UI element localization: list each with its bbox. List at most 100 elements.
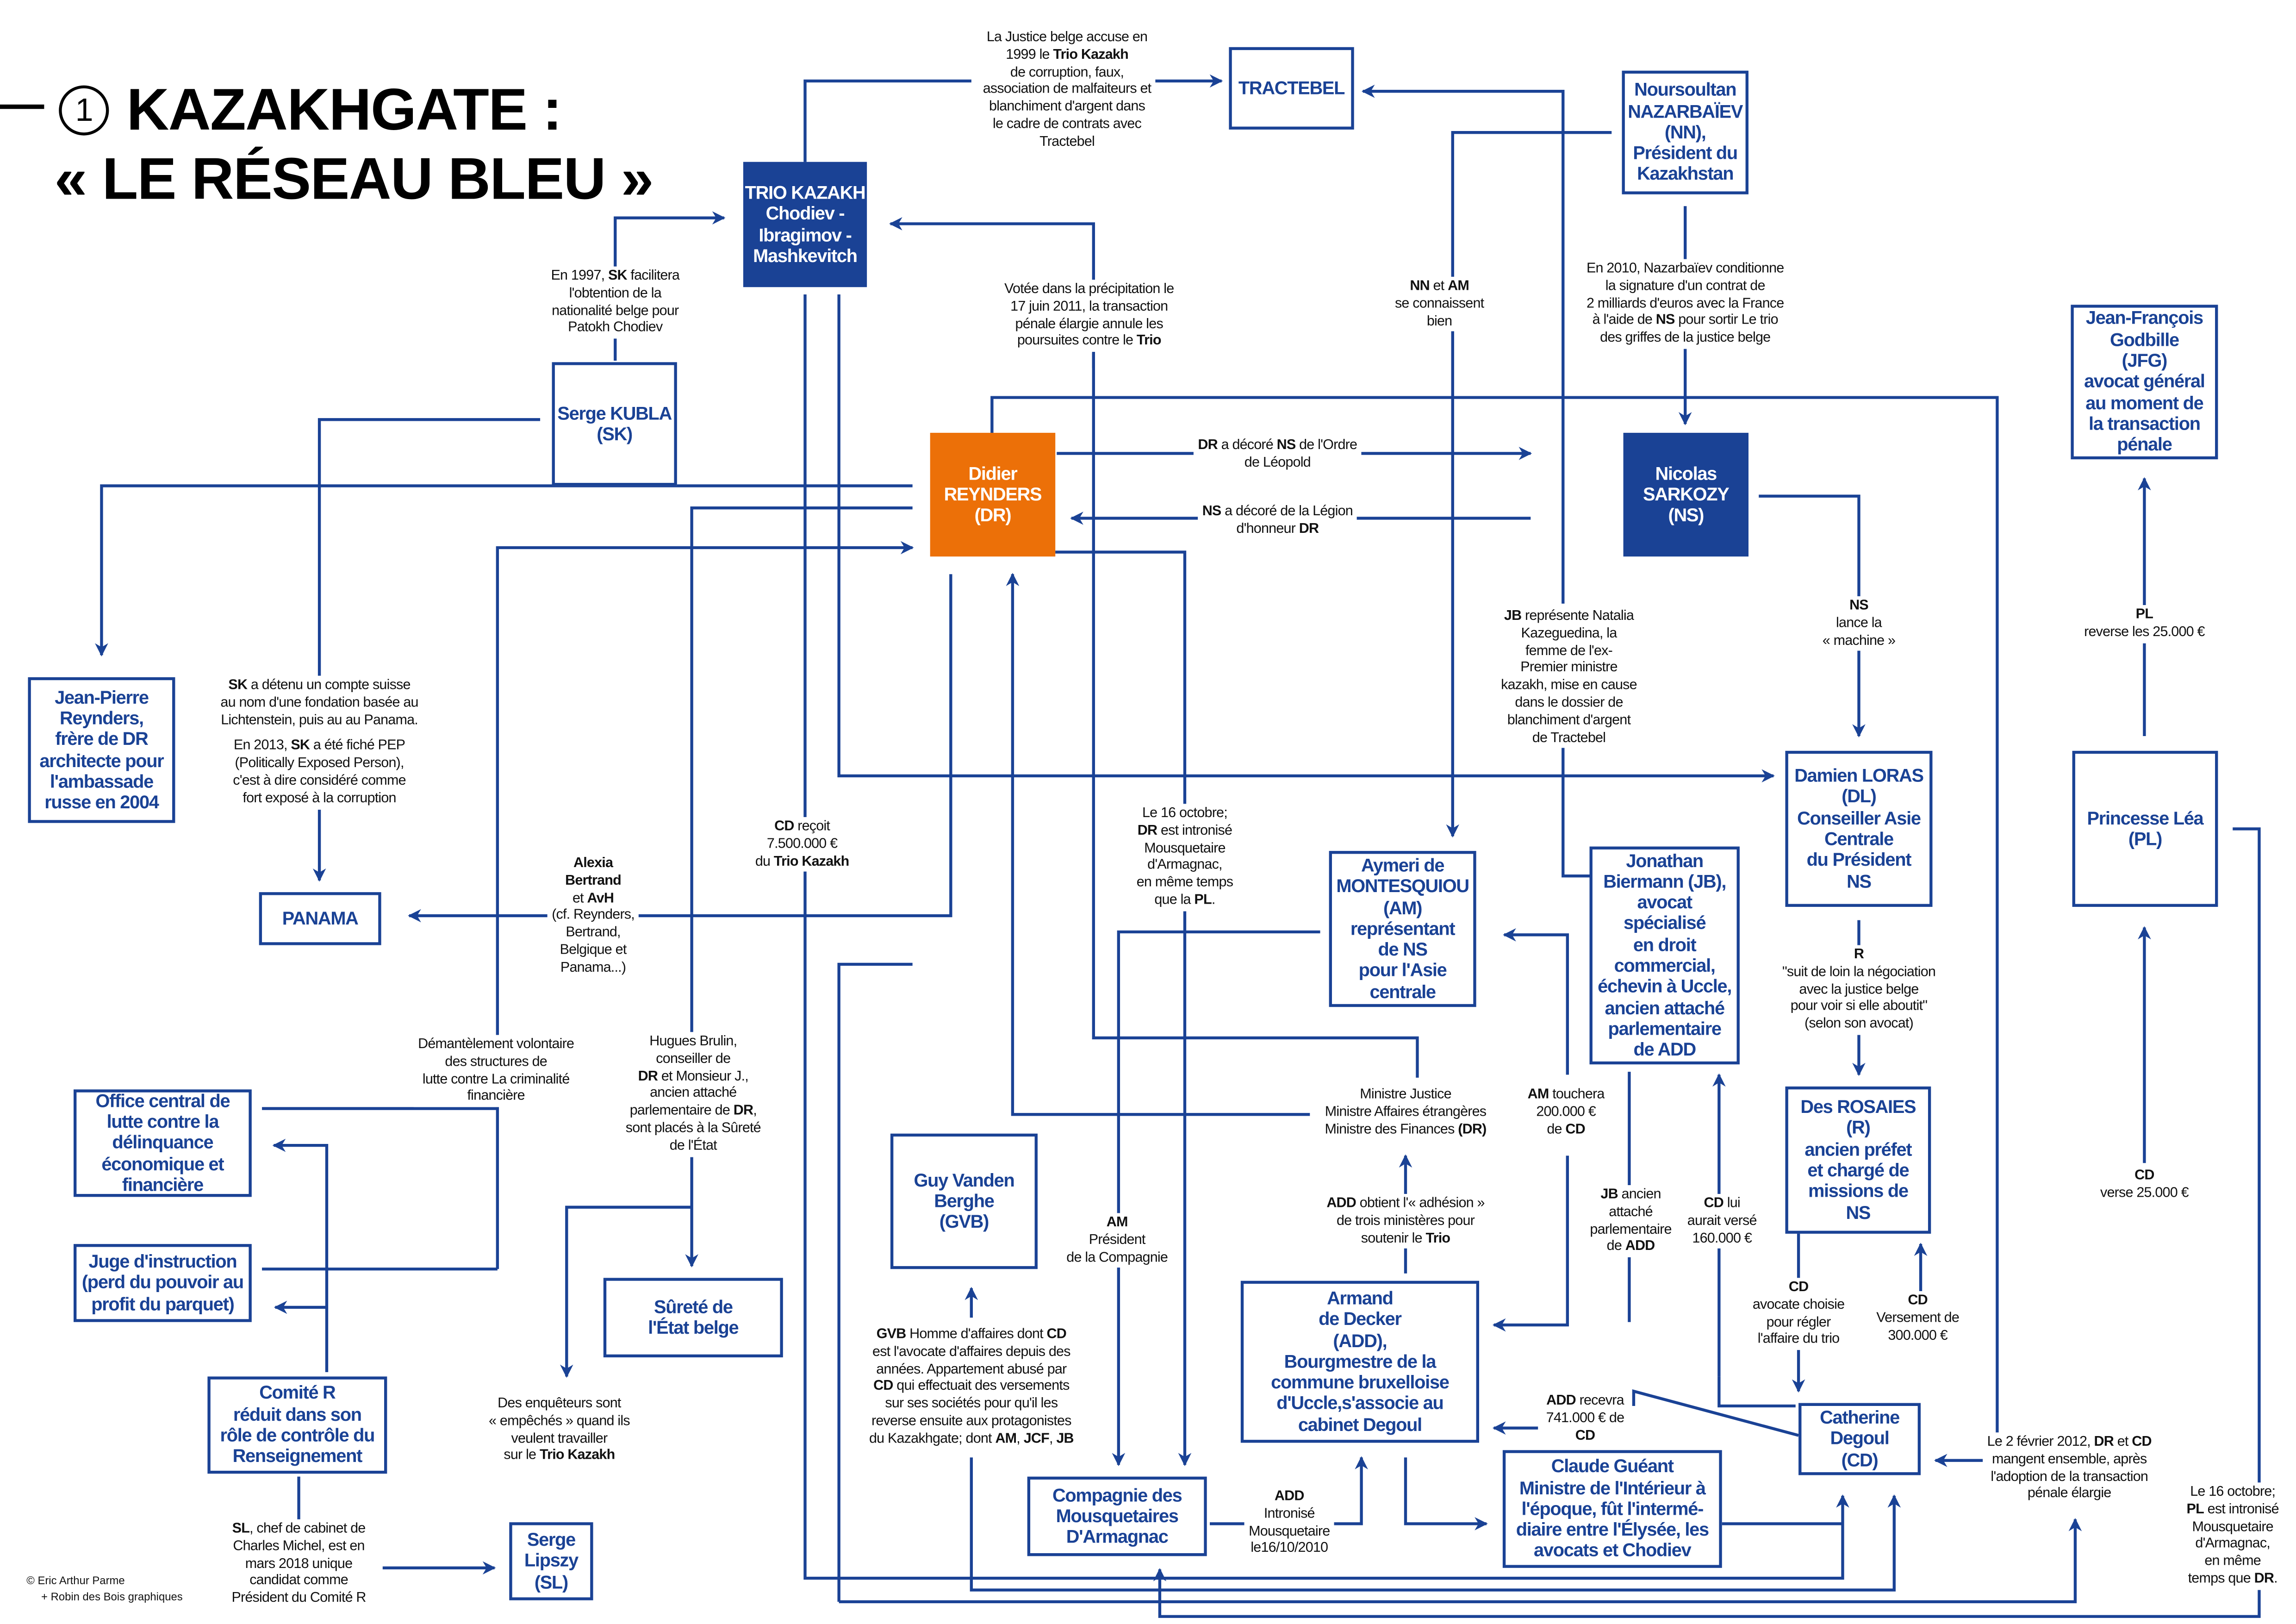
annotation-text: , (753, 1103, 757, 1119)
annotation-line: c'est à dire considéré comme (220, 773, 418, 791)
connector-arrow (803, 294, 1849, 1580)
annotation-text: , (1049, 1430, 1057, 1447)
annotation-text: Le 2 février 2012, (1987, 1434, 2094, 1450)
entity-label-line: Jean-François (2085, 308, 2203, 329)
annotation-text: fort exposé à la corruption (243, 790, 396, 806)
annotation-line: sur ses sociétés pour qu'il les (869, 1396, 1074, 1413)
annotation-emphasis: NS (1849, 598, 1869, 614)
annotation-line: GVB Homme d'affaires dont CD (869, 1326, 1074, 1344)
annotation-line: 300.000 € (1876, 1327, 1959, 1345)
annotation-text: 17 juin 2011, la transaction (1010, 298, 1168, 315)
entity-label-line: (AM) (1383, 897, 1423, 918)
entity-label-line: ancien attaché (1605, 997, 1725, 1018)
entity-label-line: MONTESQUIOU (1336, 876, 1469, 897)
annotation-line: ADD recevra (1546, 1393, 1624, 1410)
annotation-line: Président du Comité R (231, 1590, 366, 1608)
annotation-line: en même (2187, 1554, 2279, 1571)
entity-box-panama: PANAMA (259, 892, 381, 945)
annotation-text: "suit de loin la négociation (1782, 964, 1936, 981)
annotation-line: pénale élargie (1987, 1486, 2152, 1504)
annotation-text: d'honneur (1236, 521, 1299, 537)
annotation-emphasis: JB (1600, 1187, 1618, 1203)
annotation-text: facilitera (627, 268, 680, 284)
connector-line (1717, 1376, 1796, 1408)
annotation-text: obtient l'« adhésion » (1356, 1195, 1485, 1212)
annotation-text: Intronisé (1263, 1505, 1315, 1522)
annotation-text: est intronisé (1157, 823, 1232, 839)
annotation-line: sont placés à la Sûreté (626, 1120, 761, 1138)
entity-label-line: avocat général (2084, 371, 2205, 392)
annotation-line: est l'avocate d'affaires depuis des (869, 1344, 1074, 1362)
annotation-line: Votée dans la précipitation le (1004, 281, 1174, 299)
annotation-line: Démantèlement volontaire (418, 1037, 574, 1054)
annotation-text: que la (1154, 892, 1195, 909)
annotation-text: recevra (1575, 1393, 1624, 1409)
annotation-emphasis: NS (1276, 437, 1296, 454)
entity-label-line: Aymeri de (1361, 855, 1445, 876)
annotation-line: verse 25.000 € (2100, 1185, 2189, 1202)
annotation-text: a été fiché PEP (310, 738, 405, 755)
annotation-emphasis: NS (1655, 312, 1675, 329)
annotation-line: La Justice belge accuse en (983, 30, 1151, 47)
entity-label-line: Renseignement (232, 1446, 363, 1467)
entity-label-line: Nicolas (1655, 463, 1717, 484)
connector-arrow (839, 1518, 2082, 1604)
annotation-line: CD (1753, 1280, 1844, 1297)
annotation-line: Bertrand (552, 873, 635, 890)
entity-label-line: (CD) (1841, 1449, 1879, 1470)
annotation-emphasis: CD (774, 818, 794, 835)
entity-box-lea: Princesse Léa(PL) (2072, 750, 2218, 907)
entity-label-line: délinquance (112, 1132, 213, 1154)
annotation-line: DR est intronisé (1137, 823, 1233, 840)
annotation-text: Ministre Affaires étrangères (1325, 1104, 1487, 1120)
entity-label-line: de Decker (1319, 1309, 1402, 1330)
annotation-line: ancien attaché (626, 1086, 761, 1103)
annotation-line: SK a détenu un compte suisse (220, 677, 418, 695)
annotation-text: qui effectuait des versements (893, 1378, 1070, 1395)
annotation-text: « machine » (1822, 632, 1896, 649)
annotation-text: de Léopold (1244, 455, 1311, 471)
annotation-emphasis: DR (733, 1103, 753, 1119)
annotation-line: Ministre Justice (1325, 1087, 1487, 1104)
connector-arrow (1112, 930, 1320, 1467)
annotation-emphasis: CD (1575, 1427, 1595, 1444)
annotation-line: poursuites contre le Trio (1004, 333, 1174, 351)
annotation-line: Ministre Affaires étrangères (1325, 1104, 1487, 1121)
annotation-line: Panama...) (552, 960, 635, 977)
annotation-line: Des enquêteurs sont (489, 1396, 630, 1413)
annotation-line: d'Armagnac, (1137, 857, 1233, 875)
annotation-line: Tractebel (983, 134, 1151, 151)
annotation-text: nationalité belge pour (552, 302, 679, 319)
title-line-1: KAZAKHGATE : (126, 78, 562, 143)
entity-label-line: Centrale (1824, 829, 1894, 849)
entity-label-line: PANAMA (282, 908, 359, 929)
entity-label-line: lutte contre la (106, 1112, 219, 1132)
annotation-text: En 2010, Nazarbaïev conditionne (1586, 260, 1784, 277)
annotation-line: du Trio Kazakh (755, 853, 849, 871)
annotation-text: de (1606, 1238, 1625, 1255)
annotation-line: fort exposé à la corruption (220, 790, 418, 808)
annotation-line: CD lui (1687, 1195, 1757, 1213)
annotation-line: de corruption, faux, (983, 64, 1151, 82)
connector-arrow (1759, 494, 1866, 737)
annotation-line: veulent travailler (489, 1430, 630, 1448)
connector-arrow (496, 541, 914, 1269)
annotation-line: Président (1066, 1232, 1168, 1249)
annotation-line: sur le Trio Kazakh (489, 1448, 630, 1465)
annotation-text: ancien attaché (650, 1085, 737, 1102)
annotation-line: CD (1876, 1293, 1959, 1310)
credit-author: © Eric Arthur Parme (26, 1574, 125, 1587)
page-subtitle: « LE RÉSEAU BLEU » (54, 147, 654, 212)
